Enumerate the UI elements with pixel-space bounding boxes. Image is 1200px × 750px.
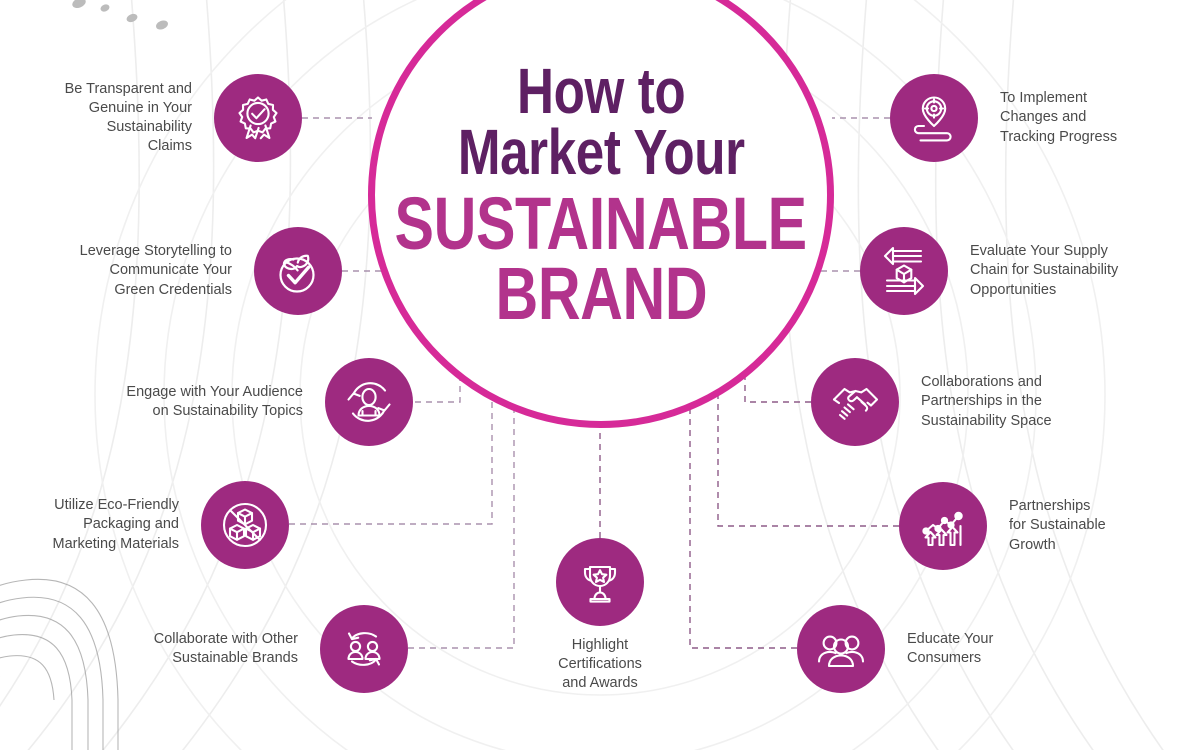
supply-chain-arrows-icon (860, 227, 948, 315)
title-line-2: Market Your (457, 115, 745, 188)
node-label: Partnerships for Sustainable Growth (1009, 498, 1106, 553)
node-label: Educate Your Consumers (907, 630, 994, 666)
node-transparent-genuine[interactable]: Be Transparent and Genuine in Your Susta… (20, 74, 302, 162)
node-implement-changes[interactable]: To Implement Changes and Tracking Progre… (890, 74, 1190, 162)
node-label: Evaluate Your Supply Chain for Sustainab… (970, 243, 1119, 298)
node-label: Collaborate with Other Sustainable Brand… (153, 630, 298, 666)
title-line-4: BRAND (495, 251, 707, 335)
title-line-1: How to (516, 55, 686, 128)
node-storytelling[interactable]: Leverage Storytelling to Communicate You… (30, 227, 342, 315)
node-label: Leverage Storytelling to Communicate You… (79, 243, 232, 298)
node-label: Engage with Your Audience on Sustainabil… (126, 383, 303, 419)
growth-arrows-icon (899, 482, 987, 570)
node-certifications-awards[interactable]: Highlight Certifications and Awards (515, 538, 685, 693)
map-pin-target-icon (890, 74, 978, 162)
node-label: To Implement Changes and Tracking Progre… (1000, 90, 1118, 145)
title-line-3: SUSTAINABLE (394, 181, 808, 265)
page-title: How to Market Your SUSTAINABLE BRAND (368, 0, 834, 428)
node-engage-audience[interactable]: Engage with Your Audience on Sustainabil… (60, 358, 413, 446)
node-collaborate-brands[interactable]: Collaborate with Other Sustainable Brand… (110, 605, 408, 693)
two-people-cycle-icon (320, 605, 408, 693)
trophy-star-icon (556, 538, 644, 626)
badge-check-icon (214, 74, 302, 162)
leaf-check-icon (254, 227, 342, 315)
node-partnerships-growth[interactable]: Partnerships for Sustainable Growth (899, 482, 1189, 570)
node-label: Be Transparent and Genuine in Your Susta… (64, 80, 192, 155)
packaging-boxes-icon (201, 481, 289, 569)
handshake-icon (811, 358, 899, 446)
audience-cycle-icon (325, 358, 413, 446)
node-supply-chain[interactable]: Evaluate Your Supply Chain for Sustainab… (860, 227, 1190, 315)
node-educate-consumers[interactable]: Educate Your Consumers (797, 605, 1127, 693)
node-label: Highlight Certifications and Awards (558, 637, 642, 692)
node-eco-packaging[interactable]: Utilize Eco-Friendly Packaging and Marke… (8, 481, 289, 569)
node-collaborations-partnerships[interactable]: Collaborations and Partnerships in the S… (811, 358, 1151, 446)
people-group-icon (797, 605, 885, 693)
node-label: Collaborations and Partnerships in the S… (921, 374, 1052, 429)
node-label: Utilize Eco-Friendly Packaging and Marke… (52, 497, 179, 552)
